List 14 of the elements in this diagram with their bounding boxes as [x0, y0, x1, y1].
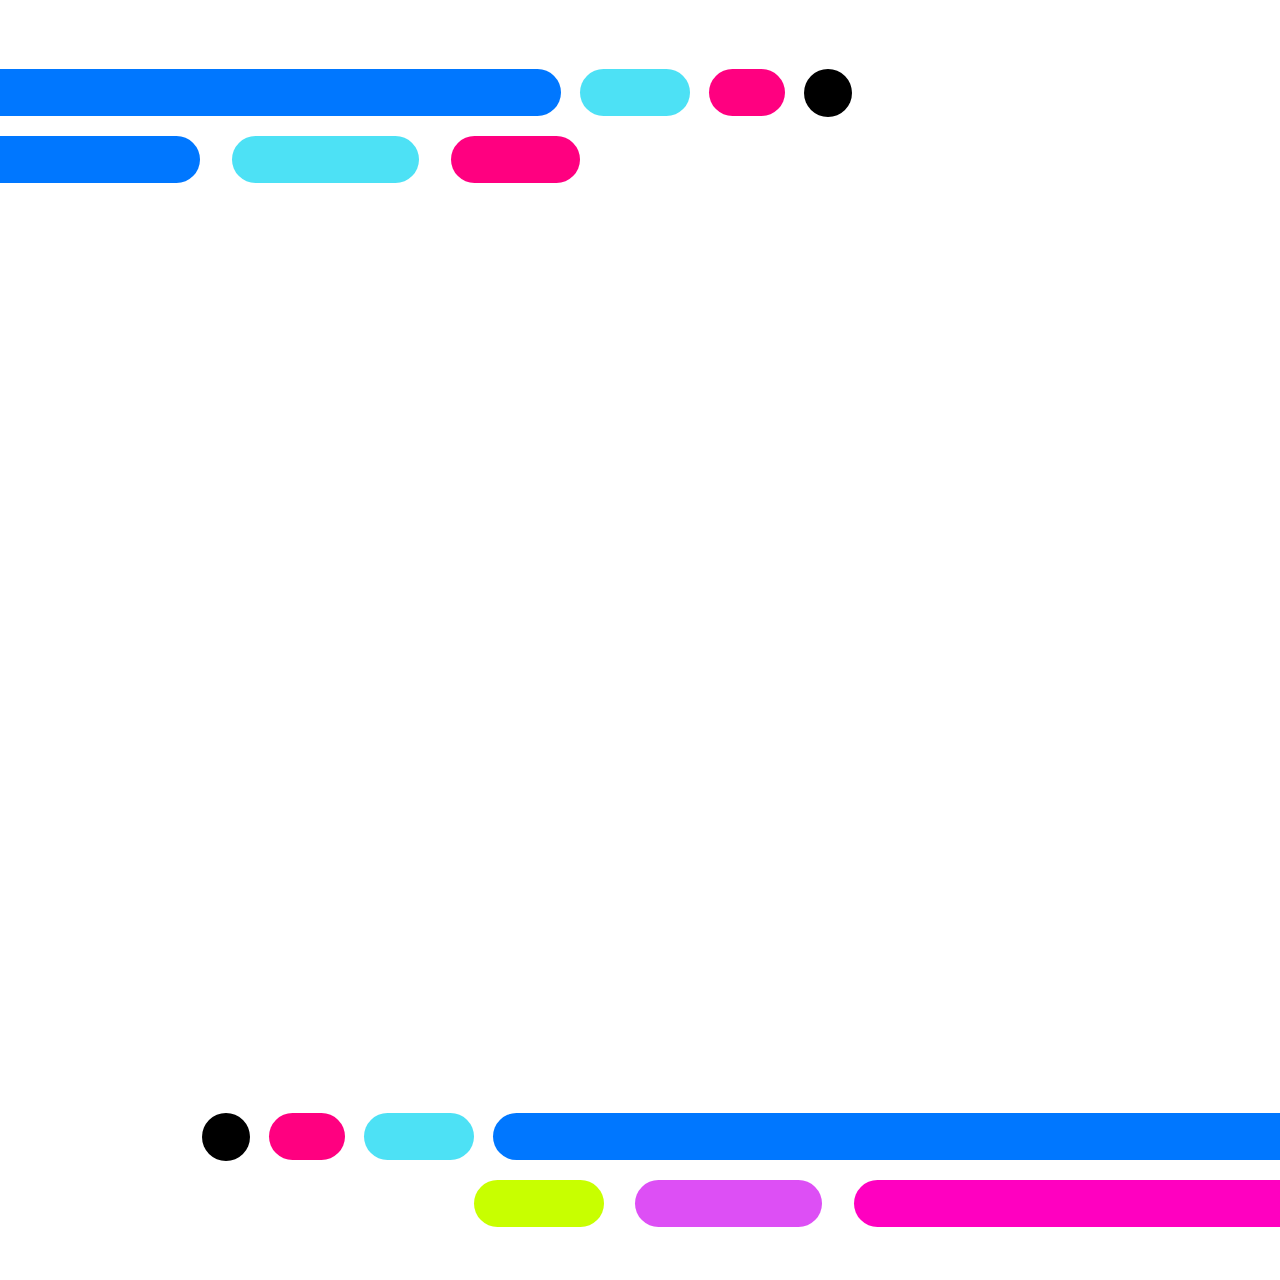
pill-bar: [474, 1180, 604, 1227]
dot: [202, 1113, 250, 1161]
pill-bar: [0, 136, 200, 183]
pill-bar: [0, 69, 561, 116]
pill-bar: [493, 1113, 1280, 1160]
dot: [804, 69, 852, 117]
pill-bar: [364, 1113, 474, 1160]
pill-bar: [635, 1180, 822, 1227]
pill-bar: [451, 136, 580, 183]
pill-bar: [709, 69, 785, 116]
pill-bar: [580, 69, 690, 116]
pill-bar: [854, 1180, 1280, 1227]
pill-bar: [269, 1113, 345, 1160]
pill-bar: [232, 136, 419, 183]
